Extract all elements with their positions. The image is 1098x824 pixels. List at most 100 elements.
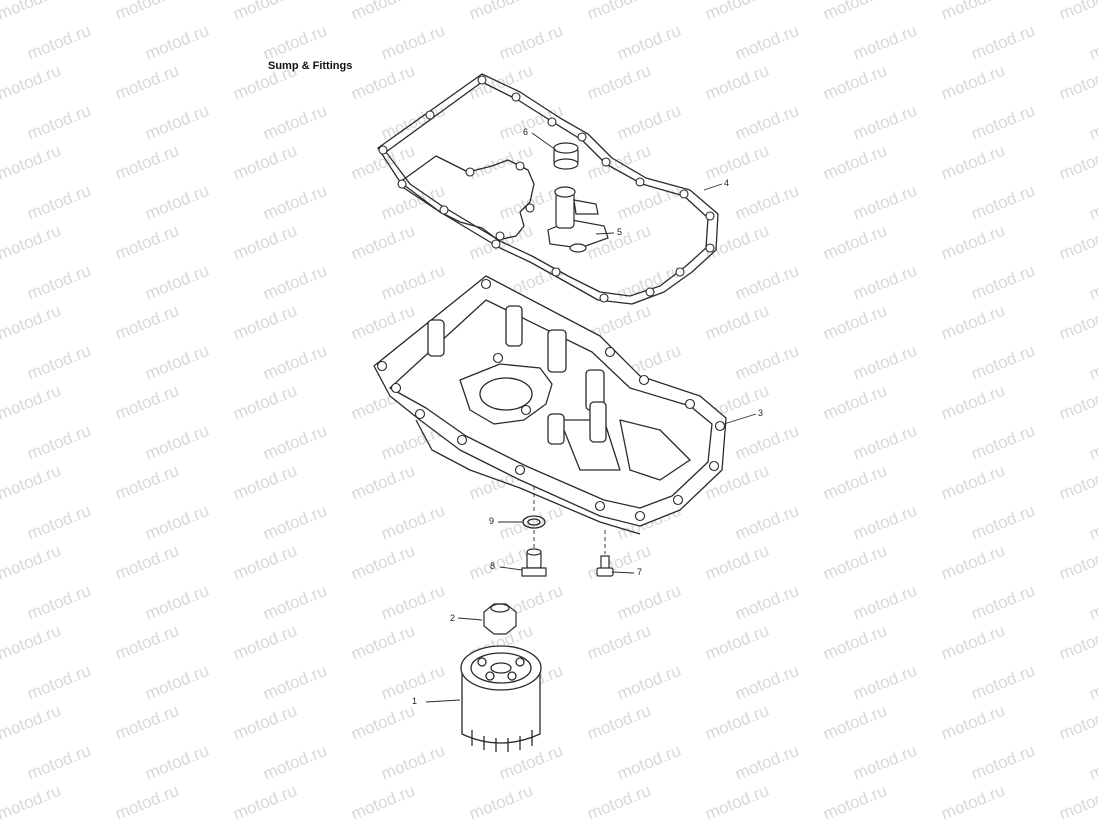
watermark-text: motod.ru bbox=[230, 381, 299, 424]
watermark-text: motod.ru bbox=[24, 101, 93, 144]
bolt-hole bbox=[705, 211, 715, 221]
sump-gasket bbox=[377, 73, 719, 305]
watermark-text: motod.ru bbox=[702, 621, 771, 664]
watermark-text: motod.ru bbox=[378, 581, 447, 624]
callout-1: 1 bbox=[412, 696, 418, 706]
watermark-text: motod.ru bbox=[112, 221, 181, 264]
watermark-text: motod.ru bbox=[938, 0, 1007, 24]
watermark-text: motod.ru bbox=[112, 381, 181, 424]
watermark-text: motod.ru bbox=[1056, 461, 1098, 504]
watermark-text: motod.ru bbox=[850, 661, 919, 704]
watermark-text: motod.ru bbox=[1056, 221, 1098, 264]
watermark-text: motod.ru bbox=[850, 261, 919, 304]
watermark-text: motod.ru bbox=[348, 541, 417, 584]
watermark-text: motod.ru bbox=[820, 61, 889, 104]
watermark-text: motod.ru bbox=[112, 141, 181, 184]
watermark-text: motod.ru bbox=[24, 741, 93, 784]
bolt-hole bbox=[525, 203, 535, 213]
watermark-text: motod.ru bbox=[142, 581, 211, 624]
oil-pickup bbox=[547, 186, 609, 253]
oil-filter bbox=[460, 645, 542, 752]
bolt-hole bbox=[705, 243, 715, 253]
watermark-text: motod.ru bbox=[112, 0, 181, 24]
bolt-hole bbox=[465, 167, 475, 177]
watermark-text: motod.ru bbox=[938, 381, 1007, 424]
watermark-text: motod.ru bbox=[112, 701, 181, 744]
bolt-hole bbox=[477, 75, 487, 85]
watermark-text: motod.ru bbox=[584, 701, 653, 744]
callout-9: 9 bbox=[489, 516, 495, 526]
watermark-text: motod.ru bbox=[938, 221, 1007, 264]
watermark-text: motod.ru bbox=[732, 741, 801, 784]
watermark-text: motod.ru bbox=[968, 421, 1037, 464]
watermark-text: motod.ru bbox=[378, 261, 447, 304]
watermark-text: motod.ru bbox=[348, 621, 417, 664]
watermark-text: motod.ru bbox=[230, 0, 299, 24]
watermark-text: motod.ru bbox=[142, 501, 211, 544]
callout-6: 6 bbox=[523, 127, 529, 137]
gasket-bolt-holes bbox=[378, 75, 715, 303]
watermark-text: motod.ru bbox=[112, 541, 181, 584]
watermark-text: motod.ru bbox=[142, 421, 211, 464]
watermark-text: motod.ru bbox=[1056, 301, 1098, 344]
bolt-hole bbox=[577, 132, 587, 142]
callout-3: 3 bbox=[758, 408, 764, 418]
watermark-text: motod.ru bbox=[230, 461, 299, 504]
watermark-text: motod.ru bbox=[614, 741, 683, 784]
sump-bolt-holes bbox=[376, 278, 726, 522]
watermark-text: motod.ru bbox=[938, 61, 1007, 104]
watermark-text: motod.ru bbox=[702, 781, 771, 824]
watermark-text: motod.ru bbox=[112, 301, 181, 344]
watermark-text: motod.ru bbox=[142, 261, 211, 304]
watermark-text: motod.ru bbox=[1086, 581, 1098, 624]
watermark-text: motod.ru bbox=[0, 541, 64, 584]
watermark-text: motod.ru bbox=[732, 421, 801, 464]
watermark-text: motod.ru bbox=[584, 0, 653, 24]
watermark-text: motod.ru bbox=[1086, 661, 1098, 704]
bolt-hole bbox=[520, 404, 532, 416]
watermark-text: motod.ru bbox=[112, 781, 181, 824]
watermark-text: motod.ru bbox=[732, 101, 801, 144]
watermark-text: motod.ru bbox=[820, 621, 889, 664]
watermark-text: motod.ru bbox=[732, 341, 801, 384]
watermark-text: motod.ru bbox=[230, 781, 299, 824]
bolt-hole bbox=[547, 117, 557, 127]
bolt-hole bbox=[495, 231, 505, 241]
watermark-text: motod.ru bbox=[702, 221, 771, 264]
filter-adapter bbox=[483, 603, 517, 635]
bolt-hole bbox=[492, 352, 504, 364]
bolt-hole bbox=[439, 205, 449, 215]
bolt-hole bbox=[425, 110, 435, 120]
watermark-text: motod.ru bbox=[378, 741, 447, 784]
bolt-hole bbox=[514, 464, 526, 476]
bolt bbox=[596, 555, 614, 577]
watermark-text: motod.ru bbox=[142, 741, 211, 784]
watermark-text: motod.ru bbox=[0, 461, 64, 504]
bolt-hole bbox=[456, 434, 468, 446]
watermark-text: motod.ru bbox=[1086, 101, 1098, 144]
bolt-hole bbox=[601, 157, 611, 167]
watermark-text: motod.ru bbox=[24, 421, 93, 464]
watermark-text: motod.ru bbox=[968, 661, 1037, 704]
watermark-text: motod.ru bbox=[260, 21, 329, 64]
watermark-text: motod.ru bbox=[968, 581, 1037, 624]
watermark-text: motod.ru bbox=[968, 261, 1037, 304]
watermark-text: motod.ru bbox=[348, 301, 417, 344]
watermark-text: motod.ru bbox=[24, 581, 93, 624]
watermark-text: motod.ru bbox=[1056, 0, 1098, 24]
watermark-text: motod.ru bbox=[260, 661, 329, 704]
watermark-text: motod.ru bbox=[968, 501, 1037, 544]
watermark-text: motod.ru bbox=[938, 701, 1007, 744]
watermark-text: motod.ru bbox=[0, 701, 64, 744]
watermark-text: motod.ru bbox=[260, 181, 329, 224]
bolt-hole bbox=[684, 398, 696, 410]
watermark-text: motod.ru bbox=[614, 661, 683, 704]
watermark-text: motod.ru bbox=[230, 141, 299, 184]
drain-plug bbox=[521, 548, 547, 577]
watermark-text: motod.ru bbox=[584, 61, 653, 104]
watermark-text: motod.ru bbox=[466, 0, 535, 24]
bolt-hole bbox=[634, 510, 646, 522]
watermark-text: motod.ru bbox=[348, 0, 417, 24]
bolt-hole bbox=[414, 408, 426, 420]
watermark-text: motod.ru bbox=[112, 461, 181, 504]
